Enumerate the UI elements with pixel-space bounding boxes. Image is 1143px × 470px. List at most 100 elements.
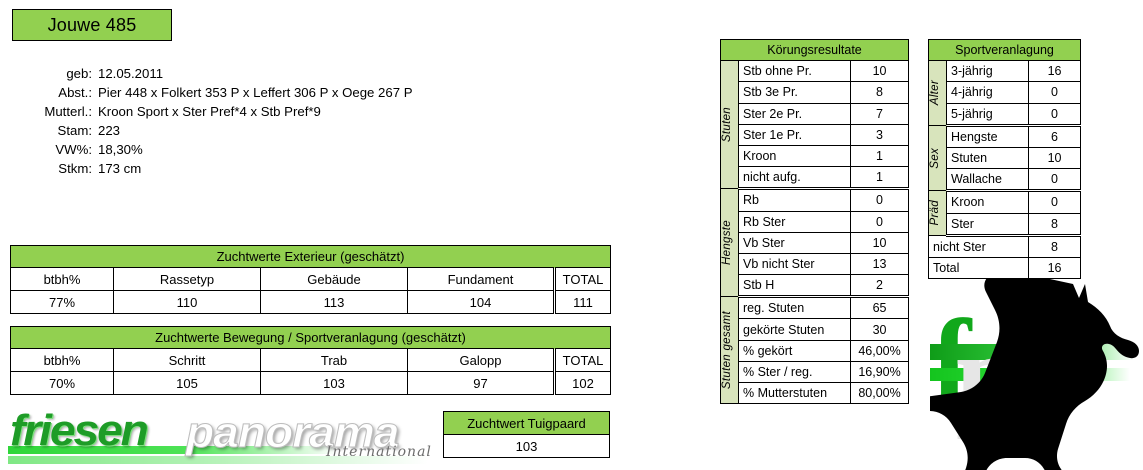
table-row: 77% 110 113 104 111: [10, 290, 612, 314]
row-label: 3-jährig: [946, 60, 1029, 83]
table-row: % Ster / reg. 16,90%: [721, 360, 910, 384]
table-row: Ster 8: [929, 212, 1082, 237]
table-row: 5-jährig 0: [929, 102, 1082, 127]
group-label-hengste: Hengste: [720, 188, 739, 298]
row-label: Stuten: [946, 146, 1029, 170]
logo-word-panorama: panorama: [185, 408, 400, 458]
row-label: Kroon: [738, 144, 851, 168]
exterieur-title: Zuchtwerte Exterieur (geschätzt): [9, 245, 612, 268]
horse-logo-icon: f p: [930, 278, 1139, 470]
row-value: 10: [849, 60, 910, 83]
row-label: Ster 1e Pr.: [738, 123, 851, 146]
table-row: Vb Ster 10: [721, 231, 910, 254]
row-label: nicht Ster: [928, 234, 1029, 258]
cell-value: 104: [407, 290, 555, 314]
row-value: 0: [1027, 81, 1082, 104]
table-header-row: Zuchtwerte Bewegung / Sportveranlagung (…: [9, 326, 612, 349]
row-value: 0: [849, 188, 910, 212]
table-row: Ster 1e Pr. 3: [721, 123, 910, 146]
table-header-row: Körungsresultate: [719, 38, 910, 62]
logo-word-friesen: friesen: [10, 406, 149, 455]
page-title: Jouwe 485: [12, 9, 172, 41]
info-value: 173 cm: [98, 161, 142, 176]
table-row: btbh% Rassetyp Gebäude Fundament TOTAL: [10, 267, 612, 291]
row-value: 7: [849, 102, 910, 125]
table-row: Wallache 0: [929, 168, 1082, 193]
table-row: % Mutterstuten 80,00%: [721, 381, 910, 405]
table-row: Total 16: [928, 256, 1082, 280]
info-label: VW%:: [55, 142, 92, 157]
table-row: 103: [443, 434, 610, 458]
pedigree-info: geb: 12.05.2011 Abst.: Pier 448 x Folker…: [0, 64, 413, 178]
row-label: 4-jährig: [946, 81, 1029, 104]
row-value: 10: [1027, 146, 1082, 170]
row-label: Rb Ster: [738, 210, 851, 233]
column-header: Schritt: [113, 348, 261, 372]
table-header-row: Zuchtwerte Exterieur (geschätzt): [9, 245, 612, 268]
column-header: Rassetyp: [113, 267, 261, 291]
row-label: Ster: [946, 212, 1029, 237]
info-value: Kroon Sport x Ster Pref*4 x Stb Pref*9: [98, 104, 321, 119]
table-header-row: Sportveranlagung: [927, 38, 1082, 62]
table-row: nicht aufg. 1: [721, 166, 910, 191]
table-row: gekörte Stuten 30: [721, 318, 910, 341]
cell-value: 110: [113, 290, 261, 314]
info-label: Abst.:: [58, 85, 92, 100]
table-row: Hengste Rb 0: [720, 188, 910, 298]
logo-stripe-icon: [8, 456, 428, 464]
row-value: 0: [1027, 168, 1082, 193]
column-header: Gebäude: [260, 267, 408, 291]
cell-value: 97: [407, 371, 555, 395]
row-label: 5-jährig: [946, 102, 1029, 127]
row-label: nicht aufg.: [738, 166, 851, 191]
horse-emblem: f p: [930, 278, 1143, 470]
row-value: 10: [849, 231, 910, 254]
info-value: Pier 448 x Folkert 353 P x Leffert 306 P…: [98, 85, 413, 100]
row-label: Hengste: [946, 124, 1029, 148]
row-label: % Ster / reg.: [738, 360, 851, 384]
row-label: % gekört: [738, 339, 851, 362]
table-row: Rb Ster 0: [721, 210, 910, 233]
bewegung-title: Zuchtwerte Bewegung / Sportveranlagung (…: [9, 326, 612, 349]
friesen-panorama-logo: friesen panorama International: [8, 404, 438, 466]
koerungsresultate-table: Körungsresultate Stuten Stb ohne Pr. 10 …: [719, 38, 910, 405]
row-label: Kroon: [946, 190, 1029, 214]
column-header: Trab: [260, 348, 408, 372]
column-header: btbh%: [10, 348, 114, 372]
info-row: Mutterl.: Kroon Sport x Ster Pref*4 x St…: [0, 102, 413, 121]
info-value: 18,30%: [98, 142, 143, 157]
column-header: btbh%: [10, 267, 114, 291]
row-value: 80,00%: [849, 381, 910, 405]
info-label: Stkm:: [58, 161, 92, 176]
sportveranlagung-table: Sportveranlagung Alter 3-jährig 16 4-jäh…: [927, 38, 1082, 280]
row-label: % Mutterstuten: [738, 381, 851, 405]
column-header: Galopp: [407, 348, 555, 372]
info-row: Stkm: 173 cm: [0, 159, 413, 178]
row-label: Wallache: [946, 168, 1029, 193]
table-row: % gekört 46,00%: [721, 339, 910, 362]
table-row: Vb nicht Ster 13: [721, 252, 910, 276]
table-row: Stb H 2: [721, 274, 910, 299]
tuigpaard-table: Zuchtwert Tuigpaard 103: [443, 411, 610, 458]
table-row: Ster 2e Pr. 7: [721, 102, 910, 125]
cell-value-total: 111: [552, 290, 612, 314]
row-label: gekörte Stuten: [738, 318, 851, 341]
row-value: 2: [849, 274, 910, 299]
table-row: Präd Kroon 0: [928, 190, 1082, 236]
group-label-alter: Alter: [928, 60, 947, 126]
group-label-stuten: Stuten: [720, 60, 739, 190]
group-label-stuten-gesamt: Stuten gesamt: [720, 296, 739, 405]
bewegung-table: Zuchtwerte Bewegung / Sportveranlagung (…: [9, 326, 612, 395]
row-value: 0: [849, 210, 910, 233]
group-label-praed: Präd: [928, 190, 947, 236]
table-row: nicht Ster 8: [928, 234, 1082, 258]
row-label: Rb: [738, 188, 851, 212]
table-row: Stuten Stb ohne Pr. 10: [720, 60, 910, 190]
info-row: Abst.: Pier 448 x Folkert 353 P x Leffer…: [0, 83, 413, 102]
group-label-sex: Sex: [928, 124, 947, 192]
table-row: Stuten 10: [929, 146, 1082, 170]
horse-silhouette-icon: [930, 278, 1139, 470]
koerungsresultate-title: Körungsresultate: [719, 38, 910, 62]
row-value: 16: [1027, 256, 1082, 280]
cell-value: 113: [260, 290, 408, 314]
